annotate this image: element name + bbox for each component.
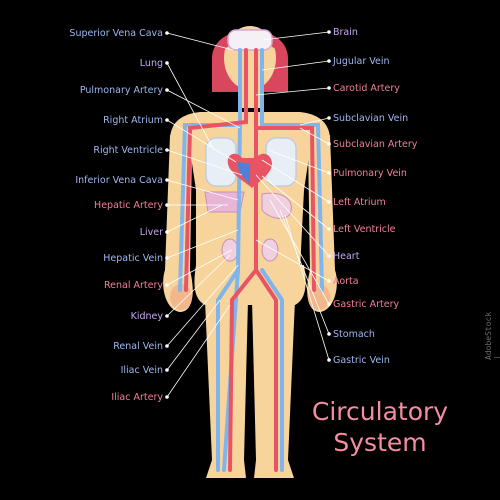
torso xyxy=(170,112,330,270)
leader-iliac-artery xyxy=(166,304,231,398)
leader-lines xyxy=(165,30,331,399)
leader-gastric-vein xyxy=(284,214,330,361)
label-pulmonary-artery: Pulmonary Artery xyxy=(79,85,163,96)
leader-left-ventricle xyxy=(261,175,330,230)
leader-pulmonary-vein xyxy=(267,149,330,174)
label-carotid-artery: Carotid Artery xyxy=(333,83,400,94)
label-heart: Heart xyxy=(333,251,360,262)
leader-dot-left-ventricle xyxy=(327,227,331,231)
label-aorta: Aorta xyxy=(333,276,359,287)
leader-dot-lung xyxy=(165,61,169,65)
leader-renal-vein xyxy=(166,264,239,347)
label-hepatic-artery: Hepatic Artery xyxy=(94,200,163,211)
leader-dot-aorta xyxy=(327,279,331,283)
heart-right-side xyxy=(237,162,250,184)
label-brain: Brain xyxy=(333,27,358,38)
label-liver: Liver xyxy=(139,227,163,238)
label-jugular-vein: Jugular Vein xyxy=(333,56,390,67)
leader-dot-pulmonary-artery xyxy=(165,88,169,92)
right-hand xyxy=(308,284,330,310)
leader-dot-iliac-artery xyxy=(165,395,169,399)
label-renal-artery: Renal Artery xyxy=(103,280,163,291)
label-right-ventricle: Right Ventricle xyxy=(93,145,163,156)
leader-dot-pulmonary-vein xyxy=(327,171,331,175)
leader-subclavian-artery xyxy=(299,127,330,145)
leader-dot-gastric-vein xyxy=(327,358,331,362)
right-leg xyxy=(252,300,295,478)
watermark-text: AdobeStock | #298653647 xyxy=(484,311,500,360)
label-gastric-vein: Gastric Vein xyxy=(333,355,390,366)
leader-dot-renal-vein xyxy=(165,344,169,348)
leader-kidney xyxy=(166,254,231,317)
leader-carotid-artery xyxy=(255,87,330,96)
leader-jugular-vein xyxy=(261,60,330,71)
leader-superior-vena-cava xyxy=(166,32,234,51)
title-line-1: Circulatory xyxy=(311,397,449,426)
label-superior-vena-cava: Superior Vena Cava xyxy=(69,28,163,39)
label-subclavian-vein: Subclavian Vein xyxy=(333,113,409,124)
leader-left-atrium xyxy=(261,159,330,203)
leader-right-ventricle xyxy=(166,149,243,176)
label-inferior-vena-cava: Inferior Vena Cava xyxy=(75,175,163,186)
leader-lung xyxy=(166,62,215,151)
left-kidney xyxy=(261,238,279,262)
left-leg xyxy=(205,300,248,478)
label-left-atrium: Left Atrium xyxy=(333,197,386,208)
label-iliac-vein: Iliac Vein xyxy=(120,365,163,376)
leader-aorta xyxy=(255,239,330,282)
label-renal-vein: Renal Vein xyxy=(113,341,163,352)
leader-dot-inferior-vena-cava xyxy=(165,178,169,182)
leader-liver xyxy=(166,204,223,233)
leader-inferior-vena-cava xyxy=(166,179,239,201)
leader-right-atrium xyxy=(166,119,237,163)
leader-brain xyxy=(261,31,330,41)
leader-dot-kidney xyxy=(165,314,169,318)
brain xyxy=(227,29,273,51)
label-hepatic-vein: Hepatic Vein xyxy=(103,253,163,264)
leader-pulmonary-artery xyxy=(166,89,241,129)
leader-dot-brain xyxy=(327,30,331,34)
right-kidney xyxy=(221,238,239,262)
leader-heart xyxy=(255,174,330,257)
label-stomach: Stomach xyxy=(333,329,375,340)
leader-dot-carotid-artery xyxy=(327,86,331,90)
leader-dot-gastric-artery xyxy=(327,302,331,306)
leader-stomach xyxy=(279,209,330,335)
leader-dot-hepatic-vein xyxy=(165,256,169,260)
leader-hepatic-vein xyxy=(166,229,239,259)
label-iliac-artery: Iliac Artery xyxy=(111,392,163,403)
leader-gastric-artery xyxy=(269,199,330,305)
leader-dot-liver xyxy=(165,230,169,234)
leader-iliac-vein xyxy=(166,299,221,371)
leader-subclavian-vein xyxy=(299,117,330,126)
leader-dot-heart xyxy=(327,254,331,258)
label-subclavian-artery: Subclavian Artery xyxy=(333,139,418,150)
leader-renal-artery xyxy=(166,249,233,286)
label-gastric-artery: Gastric Artery xyxy=(333,299,400,310)
label-right-atrium: Right Atrium xyxy=(103,115,163,126)
leader-dot-left-atrium xyxy=(327,200,331,204)
hips xyxy=(194,265,306,305)
label-lung: Lung xyxy=(139,58,163,69)
label-left-ventricle: Left Ventricle xyxy=(333,224,396,235)
leader-dot-right-atrium xyxy=(165,118,169,122)
stomach xyxy=(261,192,292,219)
leader-dot-right-ventricle xyxy=(165,148,169,152)
title-line-2: System xyxy=(333,428,427,457)
label-pulmonary-vein: Pulmonary Vein xyxy=(333,168,407,179)
leader-dot-subclavian-vein xyxy=(327,116,331,120)
leader-dot-renal-artery xyxy=(165,283,169,287)
leader-dot-iliac-vein xyxy=(165,368,169,372)
leader-dot-superior-vena-cava xyxy=(165,31,169,35)
label-kidney: Kidney xyxy=(130,311,163,322)
leader-dot-subclavian-artery xyxy=(327,142,331,146)
leader-dot-hepatic-artery xyxy=(165,203,169,207)
arteries xyxy=(184,48,316,472)
leader-dot-stomach xyxy=(327,332,331,336)
leader-dot-jugular-vein xyxy=(327,59,331,63)
